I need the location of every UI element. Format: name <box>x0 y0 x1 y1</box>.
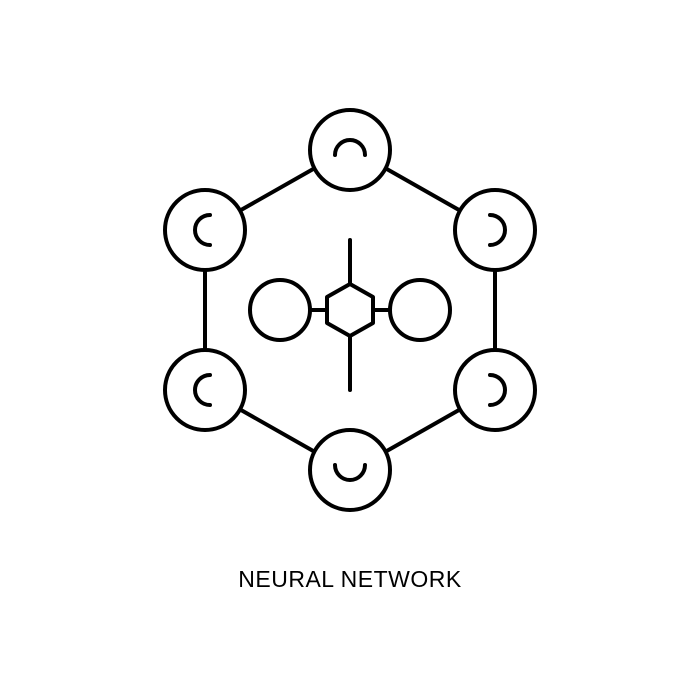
center-left-circle <box>248 278 312 342</box>
node-lower-left-arc-icon <box>193 373 212 407</box>
node-upper-right-arc-icon <box>488 213 507 247</box>
node-top-arc-icon <box>333 138 367 157</box>
node-lower-right-arc-icon <box>488 373 507 407</box>
edge-bottom-lower-left <box>239 408 317 454</box>
caption-title: NEURAL NETWORK <box>238 566 462 592</box>
center-structure <box>248 238 452 392</box>
node-upper-left <box>163 188 247 272</box>
center-hexagon <box>325 282 375 338</box>
edge-top-upper-right <box>383 166 461 212</box>
node-lower-right <box>453 348 537 432</box>
node-lower-left <box>163 348 247 432</box>
node-top <box>308 108 392 192</box>
outer-connections <box>203 166 497 454</box>
edge-upper-left-top <box>239 166 317 212</box>
node-upper-left-arc-icon <box>193 213 212 247</box>
node-upper-right <box>453 188 537 272</box>
node-bottom <box>308 428 392 512</box>
node-bottom-arc-icon <box>333 463 367 482</box>
edge-lower-right-bottom <box>383 408 461 454</box>
center-right-circle <box>388 278 452 342</box>
